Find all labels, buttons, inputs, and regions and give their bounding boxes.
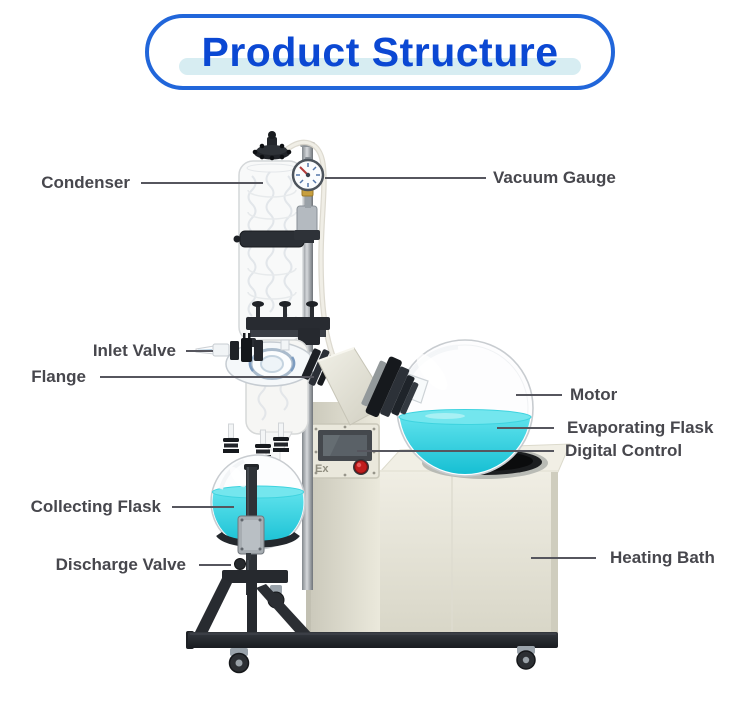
label-heating-bath: Heating Bath: [610, 548, 715, 567]
flange-graphic: [246, 301, 330, 345]
digital-control-graphic: Ex: [310, 423, 380, 479]
label-evaporating-flask: Evaporating Flask: [567, 418, 714, 437]
leader-discharge-valve: [199, 564, 231, 566]
label-collecting-flask: Collecting Flask: [30, 497, 161, 516]
condenser-graphic: [233, 131, 314, 342]
leader-vacuum-gauge: [325, 177, 486, 179]
label-discharge-valve: Discharge Valve: [55, 555, 186, 574]
leader-inlet-valve: [186, 350, 213, 352]
leader-motor: [516, 394, 562, 396]
discharge-valve-graphic: [234, 515, 265, 570]
label-digital-control: Digital Control: [565, 441, 683, 460]
leader-evaporating-flask: [497, 427, 554, 429]
flask-stand-graphic: [194, 464, 312, 642]
ex-marking: Ex: [315, 463, 329, 475]
collecting-flask-fittings-graphic: [223, 422, 289, 459]
caster-wheel: [516, 646, 536, 670]
label-inlet-valve: Inlet Valve: [92, 341, 176, 360]
leader-condenser: [141, 182, 263, 184]
base-frame-graphic: [186, 631, 558, 674]
leader-digital-control: [357, 450, 554, 452]
leader-heating-bath: [531, 557, 596, 559]
inlet-valve-graphic: [195, 333, 263, 362]
top-clamp-graphic: [252, 131, 292, 161]
label-condenser: Condenser: [41, 173, 130, 192]
title-pill: Product Structure: [145, 14, 615, 90]
label-motor: Motor: [570, 385, 618, 404]
label-flange: Flange: [31, 367, 86, 386]
leader-flange: [100, 376, 314, 378]
page-title: Product Structure: [201, 28, 559, 75]
vacuum-gauge-graphic: [291, 157, 325, 240]
label-vacuum-gauge: Vacuum Gauge: [493, 168, 616, 187]
caster-wheel: [228, 648, 250, 674]
motor-coupling-graphic: [361, 356, 419, 418]
title-underline: [179, 58, 581, 75]
leader-collecting-flask: [172, 506, 234, 508]
emergency-stop-button: [353, 459, 369, 475]
